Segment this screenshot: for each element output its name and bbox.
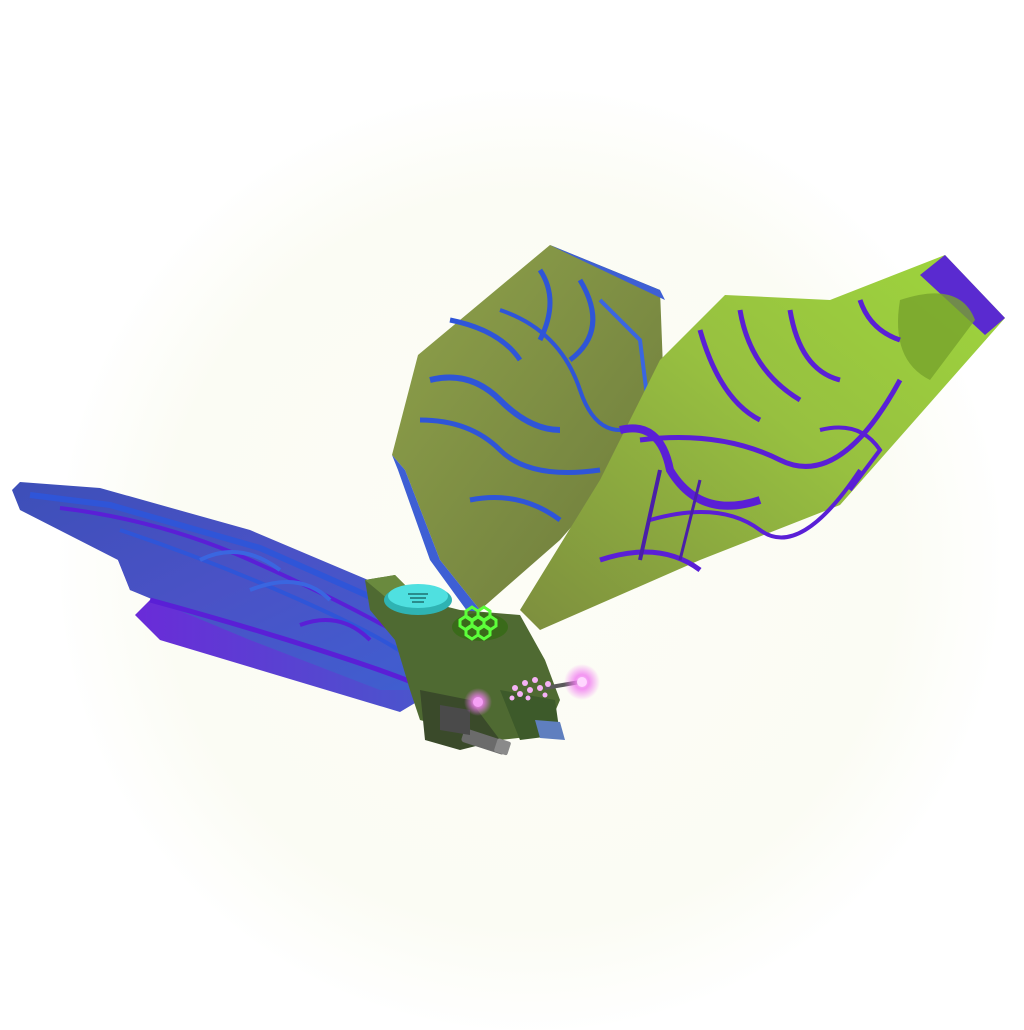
gun-barrel <box>440 705 511 756</box>
cyan-disk-icon <box>384 584 452 615</box>
upper-right-wing <box>520 255 1005 630</box>
hexagon-cluster-icon <box>452 605 508 641</box>
upper-left-wing <box>392 245 665 615</box>
pink-light-icon <box>464 664 600 716</box>
